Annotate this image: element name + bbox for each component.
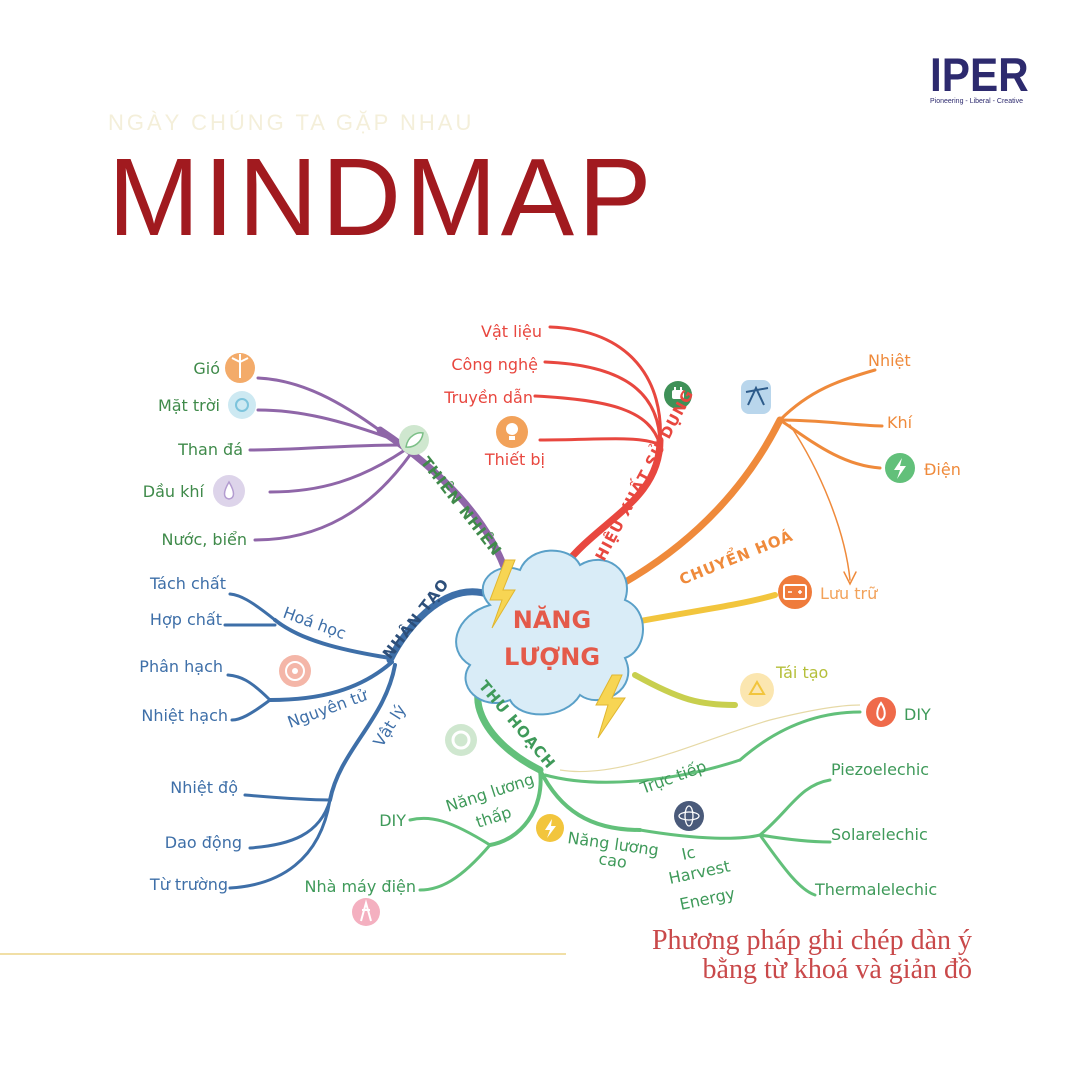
gear-icon — [445, 724, 477, 756]
sub-label-truc-tiep: Trực tiếp — [637, 756, 709, 798]
kicker-text: NGÀY CHÚNG TA GẶP NHAU — [108, 110, 475, 135]
branch-tai-tao-line — [632, 672, 738, 708]
branch-thu-hoach-lines — [408, 664, 862, 897]
item-diy-direct: DIY — [904, 705, 931, 724]
item-phan-hach: Phân hạch — [139, 657, 223, 676]
item-dao-dong: Dao động — [165, 833, 242, 852]
logo-text: IPER — [930, 48, 1029, 101]
sub-label-nang-luong-cao-2: cao — [597, 849, 628, 872]
sub-label-ic-1: Ic — [680, 843, 697, 864]
subtitle-line2: bằng từ khoá và giản đồ — [702, 954, 972, 985]
wind-turbine-icon — [225, 353, 255, 383]
item-khi: Khí — [887, 413, 913, 432]
item-nhiet: Nhiệt — [868, 351, 911, 370]
item-diy-low: DIY — [379, 811, 406, 830]
branch-nhan-tao-lines — [223, 588, 494, 890]
item-dien: Điện — [924, 460, 961, 479]
item-truyen-dan: Truyền dẫn — [443, 388, 533, 407]
sun-icon — [228, 391, 256, 419]
branch-luu-tru-line — [632, 592, 778, 625]
power-tower-icon — [352, 898, 380, 926]
plug-icon — [664, 381, 692, 409]
item-hop-chat: Hợp chất — [150, 610, 222, 629]
item-nhiet-hach: Nhiệt hạch — [141, 706, 228, 725]
item-dau-khi: Dầu khí — [143, 482, 205, 501]
page-title: MINDMAP — [108, 136, 656, 259]
light-bulb-icon — [496, 416, 528, 448]
item-nuoc-bien: Nước, biển — [162, 530, 247, 549]
leaf-icon — [399, 425, 429, 455]
sub-label-nang-luong-thap-2: thấp — [473, 802, 513, 831]
item-than-da: Than đá — [177, 440, 243, 459]
divider-line — [0, 953, 566, 955]
atom-icon — [674, 801, 704, 831]
item-tach-chat: Tách chất — [149, 574, 226, 593]
subtitle-line1: Phương pháp ghi chép dàn ý — [651, 925, 972, 956]
item-tu-truong: Từ trường — [149, 875, 228, 894]
center-label-line2: LƯỢNG — [504, 643, 600, 671]
fire-icon — [866, 697, 896, 727]
lightning-icon — [536, 814, 564, 842]
item-mat-troi: Mặt trời — [158, 396, 220, 415]
item-nha-may-dien: Nhà máy điện — [304, 877, 416, 896]
sub-label-hoa-hoc: Hoá học — [281, 603, 349, 643]
sub-label-vat-ly: Vật lý — [369, 701, 410, 750]
subtitle: Phương pháp ghi chép dàn ý bằng từ khoá … — [552, 926, 972, 984]
item-piezoelechic: Piezoelechic — [831, 760, 929, 779]
branch-thien-nhien-lines — [248, 376, 512, 582]
iper-logo: IPER Pioneering - Liberal - Creative — [930, 48, 1040, 106]
item-solarelechic: Solarelechic — [831, 825, 928, 844]
item-luu-tru: Lưu trữ — [820, 584, 878, 603]
branch-chuyen-hoa-lines — [616, 368, 884, 589]
coal-icon — [279, 655, 311, 687]
oil-pump-icon — [741, 380, 771, 414]
item-nhiet-do: Nhiệt độ — [170, 778, 238, 797]
sub-label-ic-2: Harvest — [667, 856, 732, 888]
battery-icon — [778, 575, 812, 609]
lightning-icon — [885, 453, 915, 483]
item-tai-tao: Tái tạo — [775, 663, 828, 682]
thin-connector-line — [559, 704, 861, 773]
recycle-icon — [740, 673, 774, 707]
lightning-icon — [489, 559, 516, 629]
logo-tagline: Pioneering - Liberal - Creative — [930, 98, 1023, 105]
branch-hieu-xuat-lines — [533, 325, 664, 569]
center-label-line1: NĂNG — [513, 604, 591, 634]
oil-drop-icon — [213, 475, 245, 507]
branch-label-nhan-tao: NHÂN TẠO — [378, 574, 453, 662]
sub-label-ic-3: Energy — [678, 884, 737, 914]
item-vat-lieu: Vật liệu — [481, 322, 542, 341]
item-thermalelechic: Thermalelechic — [814, 880, 937, 899]
item-cong-nghe: Công nghệ — [451, 355, 538, 374]
item-gio: Gió — [193, 359, 220, 378]
lightning-icon — [595, 674, 626, 739]
branch-label-hieu-xuat: HIỆU XUẤT SỬ DỤNG — [589, 385, 698, 564]
item-thiet-bi: Thiết bị — [484, 450, 545, 469]
